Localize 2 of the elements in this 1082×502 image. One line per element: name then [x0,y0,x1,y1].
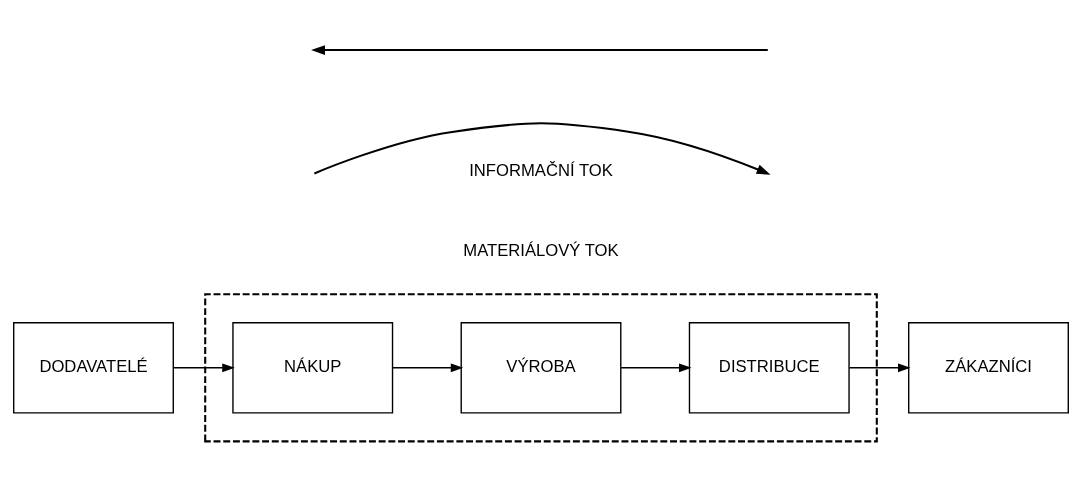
label: MATERIÁLOVÝ TOK [463,240,619,260]
label: INFORMAČNÍ TOK [469,161,613,181]
